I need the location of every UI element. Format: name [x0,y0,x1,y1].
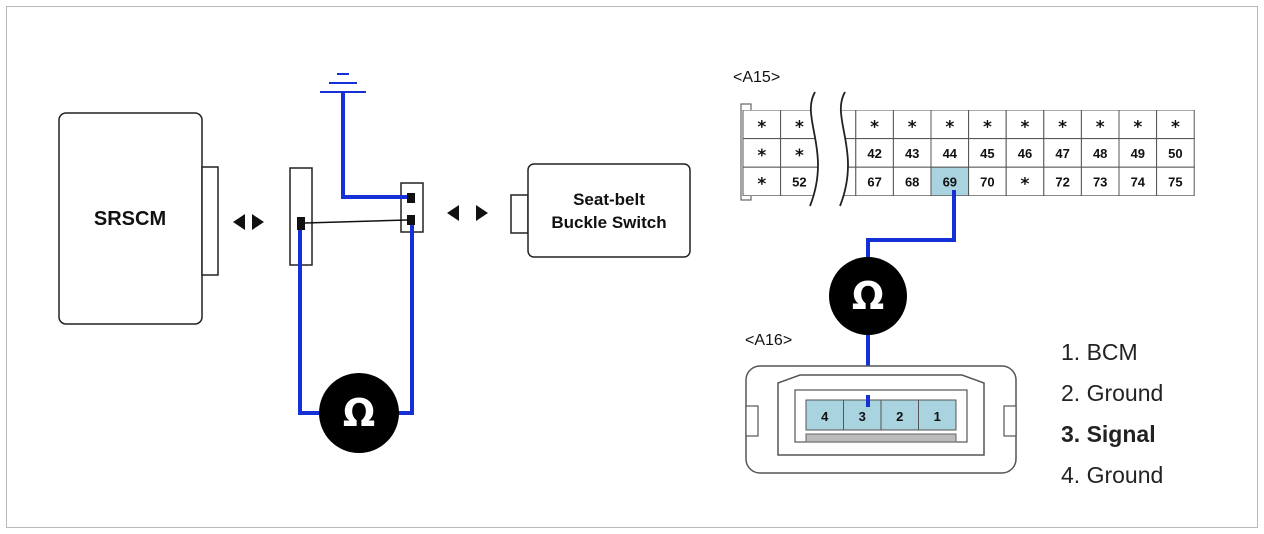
a15-pin-cell [968,138,1007,168]
a15-pin-cell [1156,138,1195,168]
a15-pin-cell [855,110,894,140]
a16-pin-label: 1 [934,409,941,424]
a15-pin-label: 73 [1093,175,1107,190]
a15-pin-label: 49 [1131,146,1145,161]
a15-pin-cell [1118,138,1158,168]
legend-item-4: 4. Ground [1061,462,1163,488]
a15-pin-label: * [1058,117,1067,137]
a15-pin-label: 52 [792,175,806,190]
a15-pin-label: * [1096,117,1105,137]
a15-pin-cell [892,138,932,168]
seatbelt-label-line2: Buckle Switch [551,213,666,232]
pin-legend: 1. BCM 2. Ground 3. Signal 4. Ground [1061,339,1163,488]
a15-pin-label: 46 [1018,146,1032,161]
a15-pin-label: 72 [1055,175,1069,190]
seatbelt-side-connector [400,182,424,233]
jumper-wire [304,219,408,224]
srscm-label: SRSCM [94,208,166,230]
a15-pin-cell [892,110,932,140]
a15-pin-label: * [795,146,804,166]
a16-pin-cell [843,399,882,431]
left-meter-wires [298,92,414,415]
ohmmeter-right: Ω [829,257,907,335]
a16-pin-cell [880,399,919,431]
a16-pin-label: 3 [859,409,866,424]
a15-pin-cell [855,138,894,168]
a15-pin-label: 67 [867,175,881,190]
a15-pin-label: 75 [1168,175,1182,190]
legend-item-1: 1. BCM [1061,339,1138,365]
a15-pin-label: 44 [943,146,958,161]
a15-pin-label: * [983,117,992,137]
a15-pin-label: * [908,117,917,137]
a15-pin-cell [1005,166,1045,196]
legend-item-3: 3. Signal [1061,421,1156,447]
diagram-frame [6,6,1258,528]
a15-pin-label: 50 [1168,146,1182,161]
a15-pin-label: 48 [1093,146,1107,161]
a15-pin-label: 43 [905,146,919,161]
ohm-icon-right: Ω [852,274,884,318]
a15-pin-cell [855,166,894,196]
a15-pin-label: * [1021,117,1030,137]
seatbelt-buckle-switch: Seat-belt Buckle Switch [510,163,691,258]
a15-pin-cell [1080,166,1120,196]
a15-pin-label: * [757,146,766,166]
a15-pin-label: * [757,175,766,195]
a15-pin-label: * [1133,117,1142,137]
seatbelt-label-line1: Seat-belt [573,190,645,209]
a16-pin-cell [918,399,957,431]
a15-pin-cell [1005,138,1045,168]
a15-pin-cell [780,166,819,196]
a15-pin-cell [1156,110,1195,140]
a16-pin-label: 2 [896,409,903,424]
a15-pin-label: * [1021,175,1030,195]
a15-label: <A15> [733,69,780,86]
a15-pin-label: 42 [867,146,881,161]
a15-pin-label: 74 [1131,175,1146,190]
a15-pin-cell [742,110,782,140]
ohmmeter-left: Ω [319,373,399,453]
connector-arrows-right [447,205,488,221]
a15-pin-cell [1005,110,1045,140]
a15-pin-cell [1043,166,1082,196]
a15-pin-label: 69 [943,175,957,190]
a15-pin-cell [930,166,970,196]
a16-pin-label: 4 [821,409,829,424]
ohm-icon-left: Ω [343,391,375,435]
a15-pin-cell [1156,166,1195,196]
a15-pin-label: 47 [1055,146,1069,161]
a15-pin-cell [930,138,970,168]
a15-pin-label: * [1171,117,1180,137]
legend-item-2: 2. Ground [1061,380,1163,406]
a15-pin-cell [1043,110,1082,140]
a15-pin-label: 68 [905,175,919,190]
a15-pin-label: * [945,117,954,137]
a15-pin-label: 45 [980,146,994,161]
a15-pin-label: * [795,117,804,137]
connector-arrows-left [233,214,264,230]
a15-pin-cell [1080,110,1120,140]
a16-connector: 4 3 2 1 [745,365,1017,474]
ground-icon [320,73,366,93]
intermediate-connector [289,167,313,266]
a15-connector: **************1424344454647484950*526768… [740,91,1195,207]
a15-pin-cell [780,138,819,168]
srscm-module: SRSCM [58,112,219,325]
a15-pin-label: 70 [980,175,994,190]
a15-pin-label: * [870,117,879,137]
a16-label: <A16> [745,332,792,349]
a15-pin-label: * [757,117,766,137]
